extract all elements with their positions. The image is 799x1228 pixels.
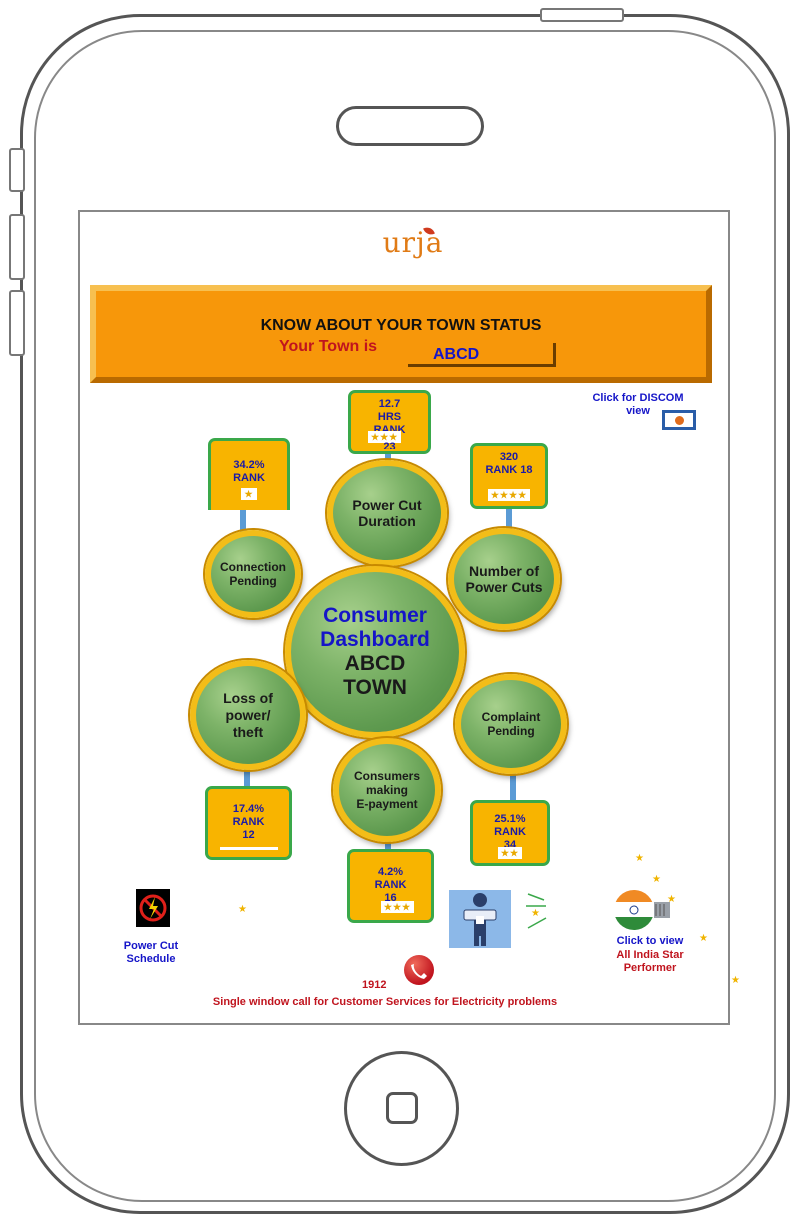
- stat-unit: HRS: [377, 411, 402, 423]
- stat-rank-number: 23: [383, 441, 396, 449]
- sparkle-star-icon: ★: [635, 853, 644, 864]
- home-square-icon: [386, 1092, 418, 1124]
- circle-label: Pending: [229, 574, 277, 588]
- connector-line: [510, 768, 516, 804]
- home-button[interactable]: [344, 1051, 459, 1166]
- star-performer-link[interactable]: Click to view: [616, 935, 684, 947]
- star-rating: ★★★★: [487, 489, 531, 501]
- star-rating: ★: [241, 488, 257, 500]
- discom-view-link[interactable]: Click for DISCOM view: [592, 392, 684, 417]
- loss-of-power-stat[interactable]: 17.4% RANK 12: [205, 786, 292, 860]
- speaker-grille: [336, 106, 484, 146]
- discom-view-icon[interactable]: [662, 410, 696, 430]
- connector-line: [385, 836, 391, 852]
- volume-up-button: [9, 214, 25, 280]
- e-payment-stat[interactable]: 4.2% RANK 16 ★★★: [347, 849, 434, 923]
- stat-rank: RANK: [232, 816, 265, 828]
- dashboard-town: TOWN: [343, 676, 407, 699]
- circle-label: making: [365, 783, 408, 797]
- power-cut-duration-stat[interactable]: 12.7 HRS RANK ★★★ 23: [348, 390, 431, 454]
- circle-label: power/: [225, 706, 271, 723]
- circle-label: theft: [232, 723, 264, 740]
- town-status-banner: [90, 285, 712, 383]
- sparkle-star-icon: ★: [667, 894, 676, 905]
- stat-rank: RANK: [233, 472, 265, 484]
- town-name-field[interactable]: ABCD: [408, 343, 556, 367]
- phone-call-icon[interactable]: [404, 955, 434, 985]
- complaint-pending-stat[interactable]: 25.1% RANK 34 ★★: [470, 800, 550, 866]
- phone-inner-bezel: [34, 30, 776, 1202]
- sparkle-star-icon: ★: [531, 908, 540, 919]
- power-cut-schedule-link[interactable]: Power Cut Schedule: [123, 940, 179, 965]
- circle-label: Number of: [468, 563, 539, 579]
- helpline-description: Single window call for Customer Services…: [212, 996, 558, 1008]
- circle-label: Power Cut: [352, 497, 422, 513]
- volume-down-button: [9, 290, 25, 356]
- circle-label: Consumers: [353, 769, 421, 783]
- star-rating: ★★: [497, 847, 523, 859]
- info-figure-icon[interactable]: [449, 890, 511, 948]
- circle-label: Complaint: [481, 710, 541, 724]
- circle-label: Loss of: [223, 689, 273, 706]
- circle-label: E-payment: [356, 797, 418, 811]
- connector-line: [385, 452, 391, 466]
- urja-logo: urja: [382, 226, 444, 259]
- helpline-number: 1912: [362, 979, 387, 991]
- dashboard-town: ABCD: [344, 652, 406, 675]
- stat-rank-number: 12: [242, 829, 255, 841]
- star-rating: ★★★: [368, 431, 402, 443]
- stat-value: 4.2%: [377, 866, 404, 878]
- speed-lines-icon: [524, 890, 550, 932]
- stat-rank-number: 34: [503, 839, 517, 847]
- stat-rank: RANK: [494, 826, 526, 838]
- stat-rank-number: 16: [384, 892, 397, 901]
- dashboard-title: Consumer: [323, 604, 427, 627]
- banner-title: KNOW ABOUT YOUR TOWN STATUS: [260, 317, 542, 334]
- india-flag-bulb-icon[interactable]: [612, 888, 676, 932]
- circle-label: Pending: [487, 724, 535, 738]
- stat-value: 17.4%: [232, 803, 265, 815]
- stat-value: 320: [499, 451, 519, 463]
- star-performer-label[interactable]: All India Star Performer: [616, 949, 684, 974]
- star-rating-placeholder: [219, 847, 278, 850]
- banner-subtitle: Your Town is: [279, 338, 378, 355]
- mute-switch: [9, 148, 25, 192]
- connector-line: [240, 508, 246, 534]
- stat-rank: RANK 18: [485, 464, 533, 476]
- power-button: [540, 8, 624, 22]
- circle-label: Power Cuts: [465, 579, 543, 595]
- dashboard-title: Dashboard: [320, 628, 430, 651]
- sparkle-star-icon: ★: [238, 904, 247, 915]
- circle-label: Connection: [220, 560, 286, 574]
- star-rating: ★★★: [380, 901, 415, 913]
- connector-line: [506, 507, 512, 531]
- sparkle-star-icon: ★: [731, 975, 740, 986]
- stat-value: 25.1%: [494, 813, 526, 825]
- power-cut-schedule-icon[interactable]: [136, 889, 170, 927]
- connection-pending-stat[interactable]: 34.2% RANK ★: [208, 438, 290, 510]
- stat-value: 34.2%: [233, 459, 265, 471]
- stat-rank: RANK: [373, 424, 406, 435]
- sparkle-star-icon: ★: [699, 933, 708, 944]
- circle-label: Duration: [358, 513, 416, 529]
- stat-value: 12.7: [378, 398, 401, 410]
- sparkle-star-icon: ★: [652, 874, 661, 885]
- stat-rank: RANK: [374, 879, 407, 891]
- connector-line: [244, 766, 250, 790]
- number-of-power-cuts-stat[interactable]: 320 RANK 18 ★★★★: [470, 443, 548, 509]
- consumer-dashboard-circle[interactable]: Consumer Dashboard ABCD TOWN: [285, 566, 465, 738]
